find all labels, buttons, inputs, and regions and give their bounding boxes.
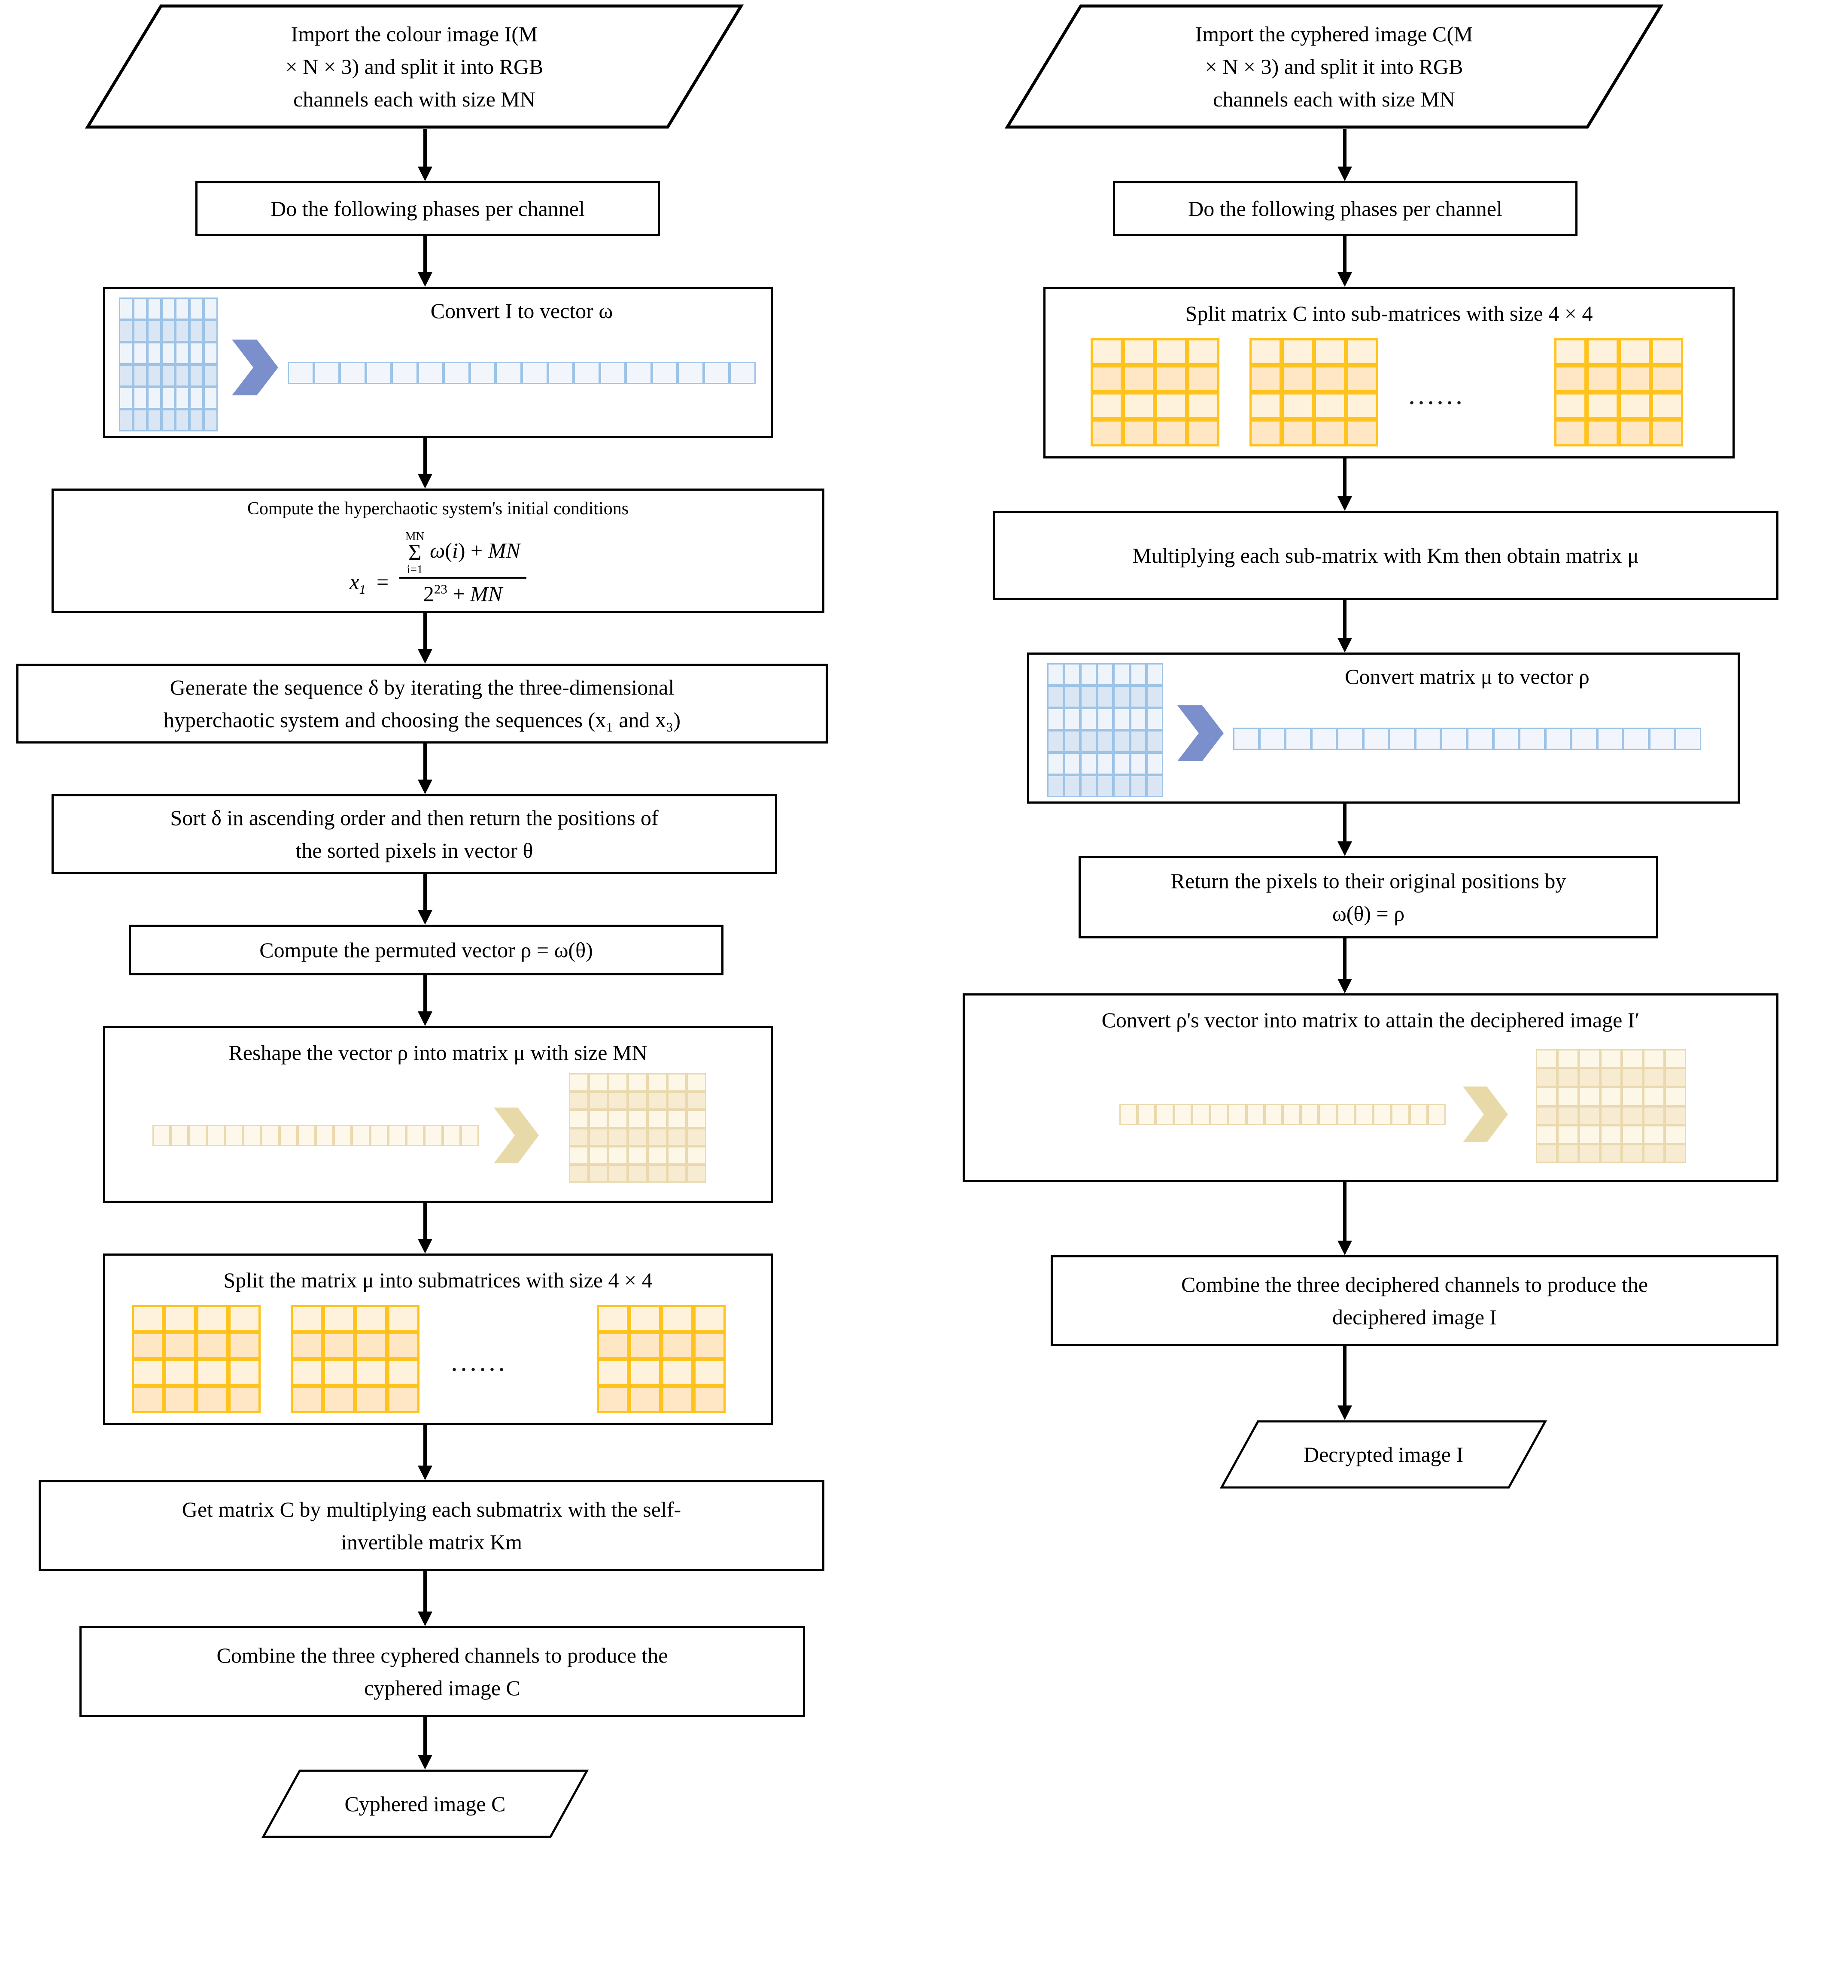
- submatrix-gold: [291, 1305, 419, 1413]
- decryption-convert-label: Convert matrix μ to vector ρ: [1345, 665, 1590, 689]
- decryption-combine-label: Combine the three deciphered channels to…: [1181, 1272, 1648, 1329]
- encryption-getc-label: Get matrix C by multiplying each submatr…: [182, 1497, 681, 1554]
- decryption-combine-box: Combine the three deciphered channels to…: [1051, 1255, 1778, 1346]
- encryption-initial-conditions-label: Compute the hyperchaotic system's initia…: [247, 499, 629, 519]
- convert-chevron-icon: [1177, 705, 1224, 761]
- submatrix-gold: [1249, 338, 1378, 446]
- decryption-split-ellipsis: ......: [1408, 379, 1465, 410]
- encryption-reshape-label: Reshape the vector ρ into matrix μ with …: [228, 1041, 647, 1065]
- image-vector-blue: [288, 362, 756, 384]
- encryption-phases-label: Do the following phases per channel: [271, 197, 585, 221]
- reshape-vector-beige: [152, 1125, 479, 1146]
- image-matrix-blue: [119, 297, 218, 431]
- image-matrix-blue: [1047, 663, 1163, 797]
- attain-matrix-beige: [1536, 1049, 1686, 1163]
- encryption-permute-label: Compute the permuted vector ρ = ω(θ): [259, 938, 593, 962]
- reshape-matrix-beige: [569, 1073, 706, 1183]
- decryption-end-label: Decrypted image I: [1303, 1442, 1464, 1466]
- attain-chevron-icon: [1463, 1087, 1508, 1142]
- encryption-sort-label: Sort δ in ascending order and then retur…: [170, 806, 659, 862]
- decryption-attain-box: Convert ρ's vector into matrix to attain…: [963, 993, 1778, 1182]
- convert-chevron-icon: [232, 340, 278, 395]
- encryption-start-label: Import the colour image I(M × N × 3) and…: [285, 22, 544, 111]
- encryption-permute-box: Compute the permuted vector ρ = ω(θ): [129, 925, 723, 975]
- decryption-flow-column: Import the cyphered image C(M × N × 3) a…: [924, 0, 1848, 1988]
- decryption-end-terminator: Decrypted image I: [1219, 1420, 1547, 1489]
- encryption-split-ellipsis: ......: [451, 1346, 508, 1377]
- encryption-initial-conditions-box: Compute the hyperchaotic system's initia…: [52, 489, 824, 613]
- encryption-split-box: Split the matrix μ into submatrices with…: [103, 1254, 773, 1425]
- decryption-return-box: Return the pixels to their original posi…: [1079, 856, 1658, 938]
- encryption-reshape-box: Reshape the vector ρ into matrix μ with …: [103, 1026, 773, 1203]
- decryption-phases-box: Do the following phases per channel: [1113, 181, 1577, 236]
- encryption-end-label: Cyphered image C: [344, 1792, 506, 1816]
- encryption-sort-box: Sort δ in ascending order and then retur…: [52, 794, 777, 874]
- encryption-combine-label: Combine the three cyphered channels to p…: [216, 1643, 668, 1700]
- submatrix-gold: [597, 1305, 726, 1413]
- encryption-start-terminator: Import the colour image I(M × N × 3) and…: [85, 4, 744, 129]
- decryption-phases-label: Do the following phases per channel: [1188, 197, 1502, 221]
- submatrix-gold: [1554, 338, 1683, 446]
- encryption-generate-label: Generate the sequence δ by iterating the…: [164, 675, 681, 732]
- encryption-convert-label: Convert I to vector ω: [430, 299, 613, 323]
- attain-vector-beige: [1119, 1104, 1446, 1125]
- encryption-combine-box: Combine the three cyphered channels to p…: [79, 1626, 805, 1717]
- decryption-return-label: Return the pixels to their original posi…: [1170, 869, 1566, 926]
- submatrix-gold: [132, 1305, 261, 1413]
- decryption-multiply-label: Multiplying each sub-matrix with Km then…: [1132, 543, 1639, 568]
- encryption-convert-box: Convert I to vector ω: [103, 287, 773, 438]
- encryption-phases-box: Do the following phases per channel: [195, 181, 660, 236]
- encryption-generate-box: Generate the sequence δ by iterating the…: [16, 664, 828, 744]
- decryption-attain-label: Convert ρ's vector into matrix to attain…: [1101, 1008, 1640, 1032]
- encryption-end-terminator: Cyphered image C: [261, 1769, 589, 1838]
- decryption-start-label: Import the cyphered image C(M × N × 3) a…: [1195, 22, 1473, 111]
- decryption-split-box: Split matrix C into sub-matrices with si…: [1043, 287, 1735, 458]
- encryption-flow-column: Import the colour image I(M × N × 3) and…: [16, 4, 828, 1838]
- decryption-convert-box: Convert matrix μ to vector ρ: [1027, 653, 1740, 804]
- decryption-split-label: Split matrix C into sub-matrices with si…: [1185, 301, 1593, 325]
- encryption-split-label: Split the matrix μ into submatrices with…: [223, 1268, 653, 1292]
- encryption-getc-box: Get matrix C by multiplying each submatr…: [39, 1480, 824, 1571]
- decryption-start-terminator: Import the cyphered image C(M × N × 3) a…: [1004, 4, 1664, 129]
- decryption-multiply-box: Multiplying each sub-matrix with Km then…: [993, 511, 1778, 600]
- reshape-chevron-icon: [494, 1108, 539, 1163]
- image-vector-blue: [1233, 728, 1701, 750]
- submatrix-gold: [1091, 338, 1219, 446]
